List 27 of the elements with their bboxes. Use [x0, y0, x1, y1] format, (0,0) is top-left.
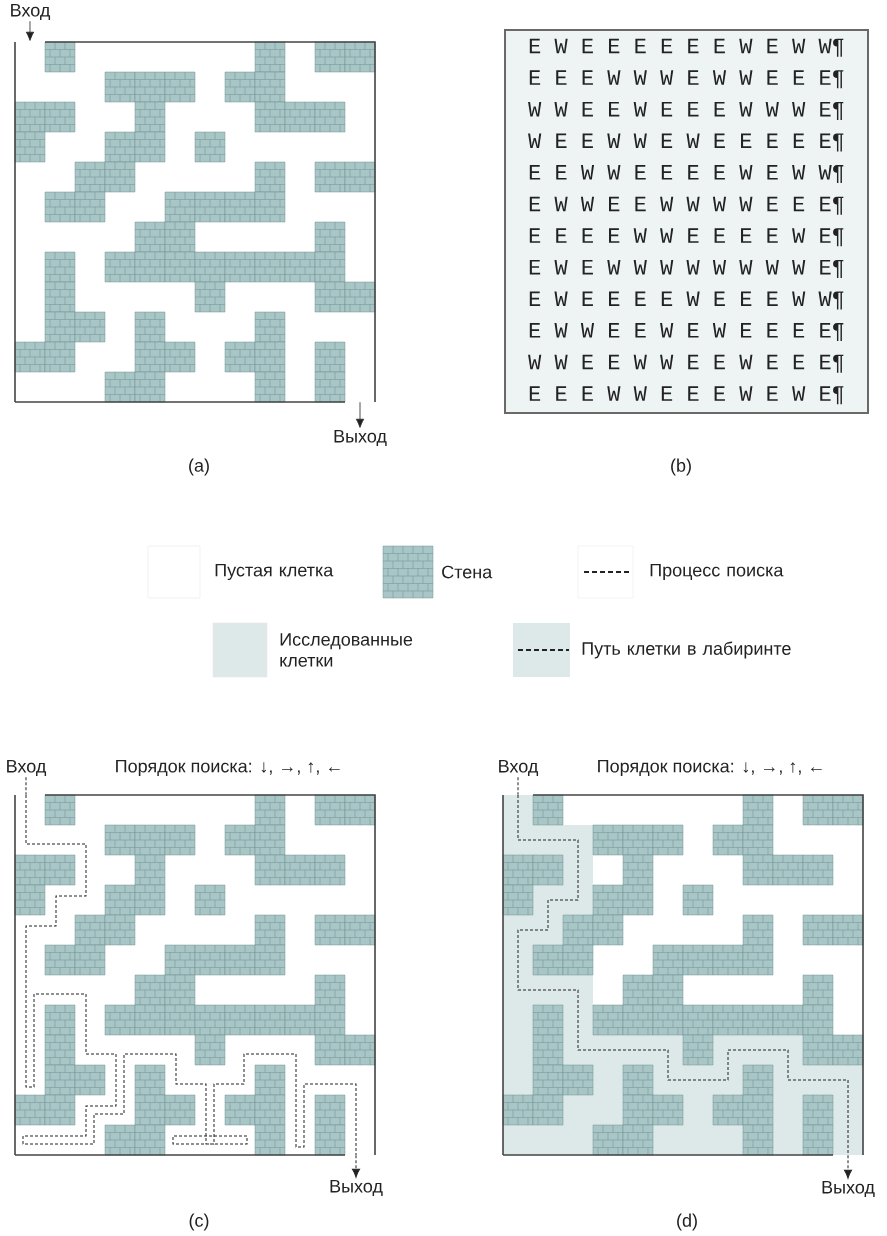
- panel-label: (d): [677, 1213, 697, 1231]
- search-path: [25, 776, 27, 796]
- legend-label: Исследованные клетки: [280, 633, 413, 667]
- legend-label: Процесс поиска: [650, 563, 784, 581]
- exit-label: Выход: [334, 430, 387, 446]
- legend-label: Пустая клетка: [215, 563, 334, 581]
- entry-label: Вход: [7, 760, 47, 776]
- search-order-label: Порядок поиска: ↓, →, ↑, ←: [598, 759, 822, 777]
- search-order-label: Порядок поиска: ↓, →, ↑, ←: [116, 759, 340, 777]
- panel-label: (a): [189, 458, 209, 476]
- letter-grid: E W E E E E E E W E W W¶ E E E W W W E W W E E E¶ W W E E W E E E W W W E¶ W E E W W E W E E E E E¶ E E W W E E E E W E W W¶ E W W E E W W W W E E E¶ E E E E W W E E E E W E¶ E W E W W W W W W W W E¶ E W E E E E W E E E W W¶ E W W E E W E W E E E E¶ W W E E W W E E W E E E¶ E E E W W E E E W E W E¶: [504, 29, 869, 414]
- panel-label: (b): [671, 458, 691, 476]
- search-path: [517, 776, 519, 796]
- search-path: [843, 1154, 853, 1179]
- arrow: [355, 401, 365, 428]
- maze-drawing: [502, 794, 864, 1156]
- exit-label: Выход: [822, 1181, 875, 1197]
- maze-drawing: [14, 41, 376, 403]
- maze-drawing: [14, 794, 376, 1156]
- arrow: [25, 20, 35, 41]
- entry-label: Вход: [11, 4, 51, 20]
- entry-label: Вход: [499, 760, 539, 776]
- legend-label: Стена: [442, 565, 493, 579]
- exit-label: Выход: [330, 1180, 383, 1196]
- search-path: [351, 1154, 361, 1178]
- legend-label: Путь клетки в лабиринте: [582, 641, 791, 659]
- panel-label: (c): [189, 1213, 209, 1231]
